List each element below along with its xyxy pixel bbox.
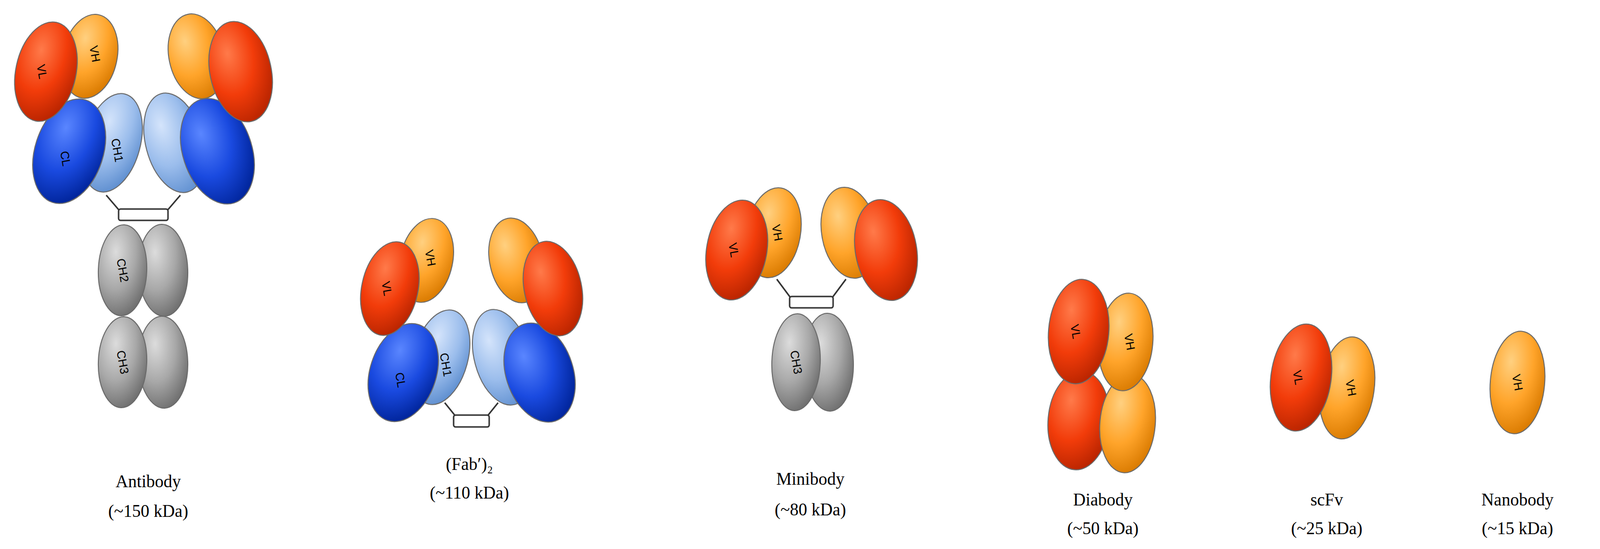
hinge-bond xyxy=(453,415,490,427)
vl-domain: VL xyxy=(15,20,77,123)
caption-box: (~110 kDa) xyxy=(429,483,510,504)
constant-domain: CH3 xyxy=(97,316,148,409)
molecular-weight: (~80 kDa) xyxy=(774,500,846,520)
caption-box: (~15 kDa) xyxy=(1481,519,1554,539)
domain-shape xyxy=(738,183,808,283)
hinge-bond xyxy=(789,296,834,308)
caption-box: Diabody xyxy=(1073,490,1134,510)
domain-label: VL xyxy=(726,241,742,258)
domain-shape xyxy=(54,8,126,104)
hinge-bond xyxy=(118,209,169,221)
caption-box: scFv xyxy=(1310,490,1344,510)
domain-label: VH xyxy=(1343,378,1358,397)
format-name: scFv xyxy=(1310,490,1344,510)
domain-shape xyxy=(770,312,823,412)
caption-box: Nanobody xyxy=(1481,490,1554,510)
domain-label: VH xyxy=(769,223,785,242)
caption-box: Minibody xyxy=(776,469,845,490)
domain-shape xyxy=(72,86,153,200)
domain-shape xyxy=(1094,291,1158,394)
vl-domain xyxy=(514,235,591,342)
caption-box: (~80 kDa) xyxy=(774,500,846,520)
domain-label: VL xyxy=(1068,323,1084,340)
domain-label: VH xyxy=(87,44,102,63)
molecular-weight: (~25 kDa) xyxy=(1291,519,1363,539)
vl-domain xyxy=(200,15,282,128)
caption-box: (~50 kDa) xyxy=(1067,519,1139,539)
domain-label: VL xyxy=(379,280,395,297)
domain-label: VL xyxy=(1291,369,1306,386)
caption-box: Antibody xyxy=(115,472,181,492)
format-name: Minibody xyxy=(776,469,845,490)
domain-label: VH xyxy=(422,248,438,267)
vl-domain: VL xyxy=(706,199,768,301)
cl-domain xyxy=(491,313,588,432)
domain-shape xyxy=(96,223,149,317)
vl-domain: VL xyxy=(1048,278,1110,385)
caption-box: (~150 kDa) xyxy=(108,502,189,522)
domain-label: VL xyxy=(35,63,50,80)
caption-box: (~25 kDa) xyxy=(1291,519,1363,539)
constant-domain: CH3 xyxy=(771,313,821,412)
vl-domain xyxy=(846,194,926,306)
domain-label: VH xyxy=(1122,332,1137,351)
domain-shape xyxy=(1485,329,1550,437)
domain-shape xyxy=(1312,333,1382,443)
vl-domain: VL xyxy=(1270,323,1332,432)
vl-domain: VL xyxy=(361,240,419,337)
caption-box: (Fab′)₂ xyxy=(445,455,494,475)
format-name: Nanobody xyxy=(1481,490,1554,510)
molecular-weight: (~15 kDa) xyxy=(1481,519,1554,539)
vh-domain: VH xyxy=(1489,330,1546,435)
format-name: (Fab′)₂ xyxy=(445,455,494,475)
cl-domain: CL xyxy=(369,321,437,424)
domain-shape xyxy=(402,303,480,412)
domain-shape xyxy=(391,213,461,308)
molecular-weight: (~50 kDa) xyxy=(1067,519,1139,539)
domain-label: VH xyxy=(1510,373,1525,392)
domain-label: CL xyxy=(393,371,408,389)
domain-label: CL xyxy=(58,150,73,168)
constant-domain: CH2 xyxy=(97,224,148,317)
molecular-weight: (~110 kDa) xyxy=(429,483,510,504)
molecular-weight: (~150 kDa) xyxy=(108,502,189,522)
format-name: Diabody xyxy=(1073,490,1134,510)
domain-shape xyxy=(96,315,149,409)
format-name: Antibody xyxy=(115,472,181,492)
